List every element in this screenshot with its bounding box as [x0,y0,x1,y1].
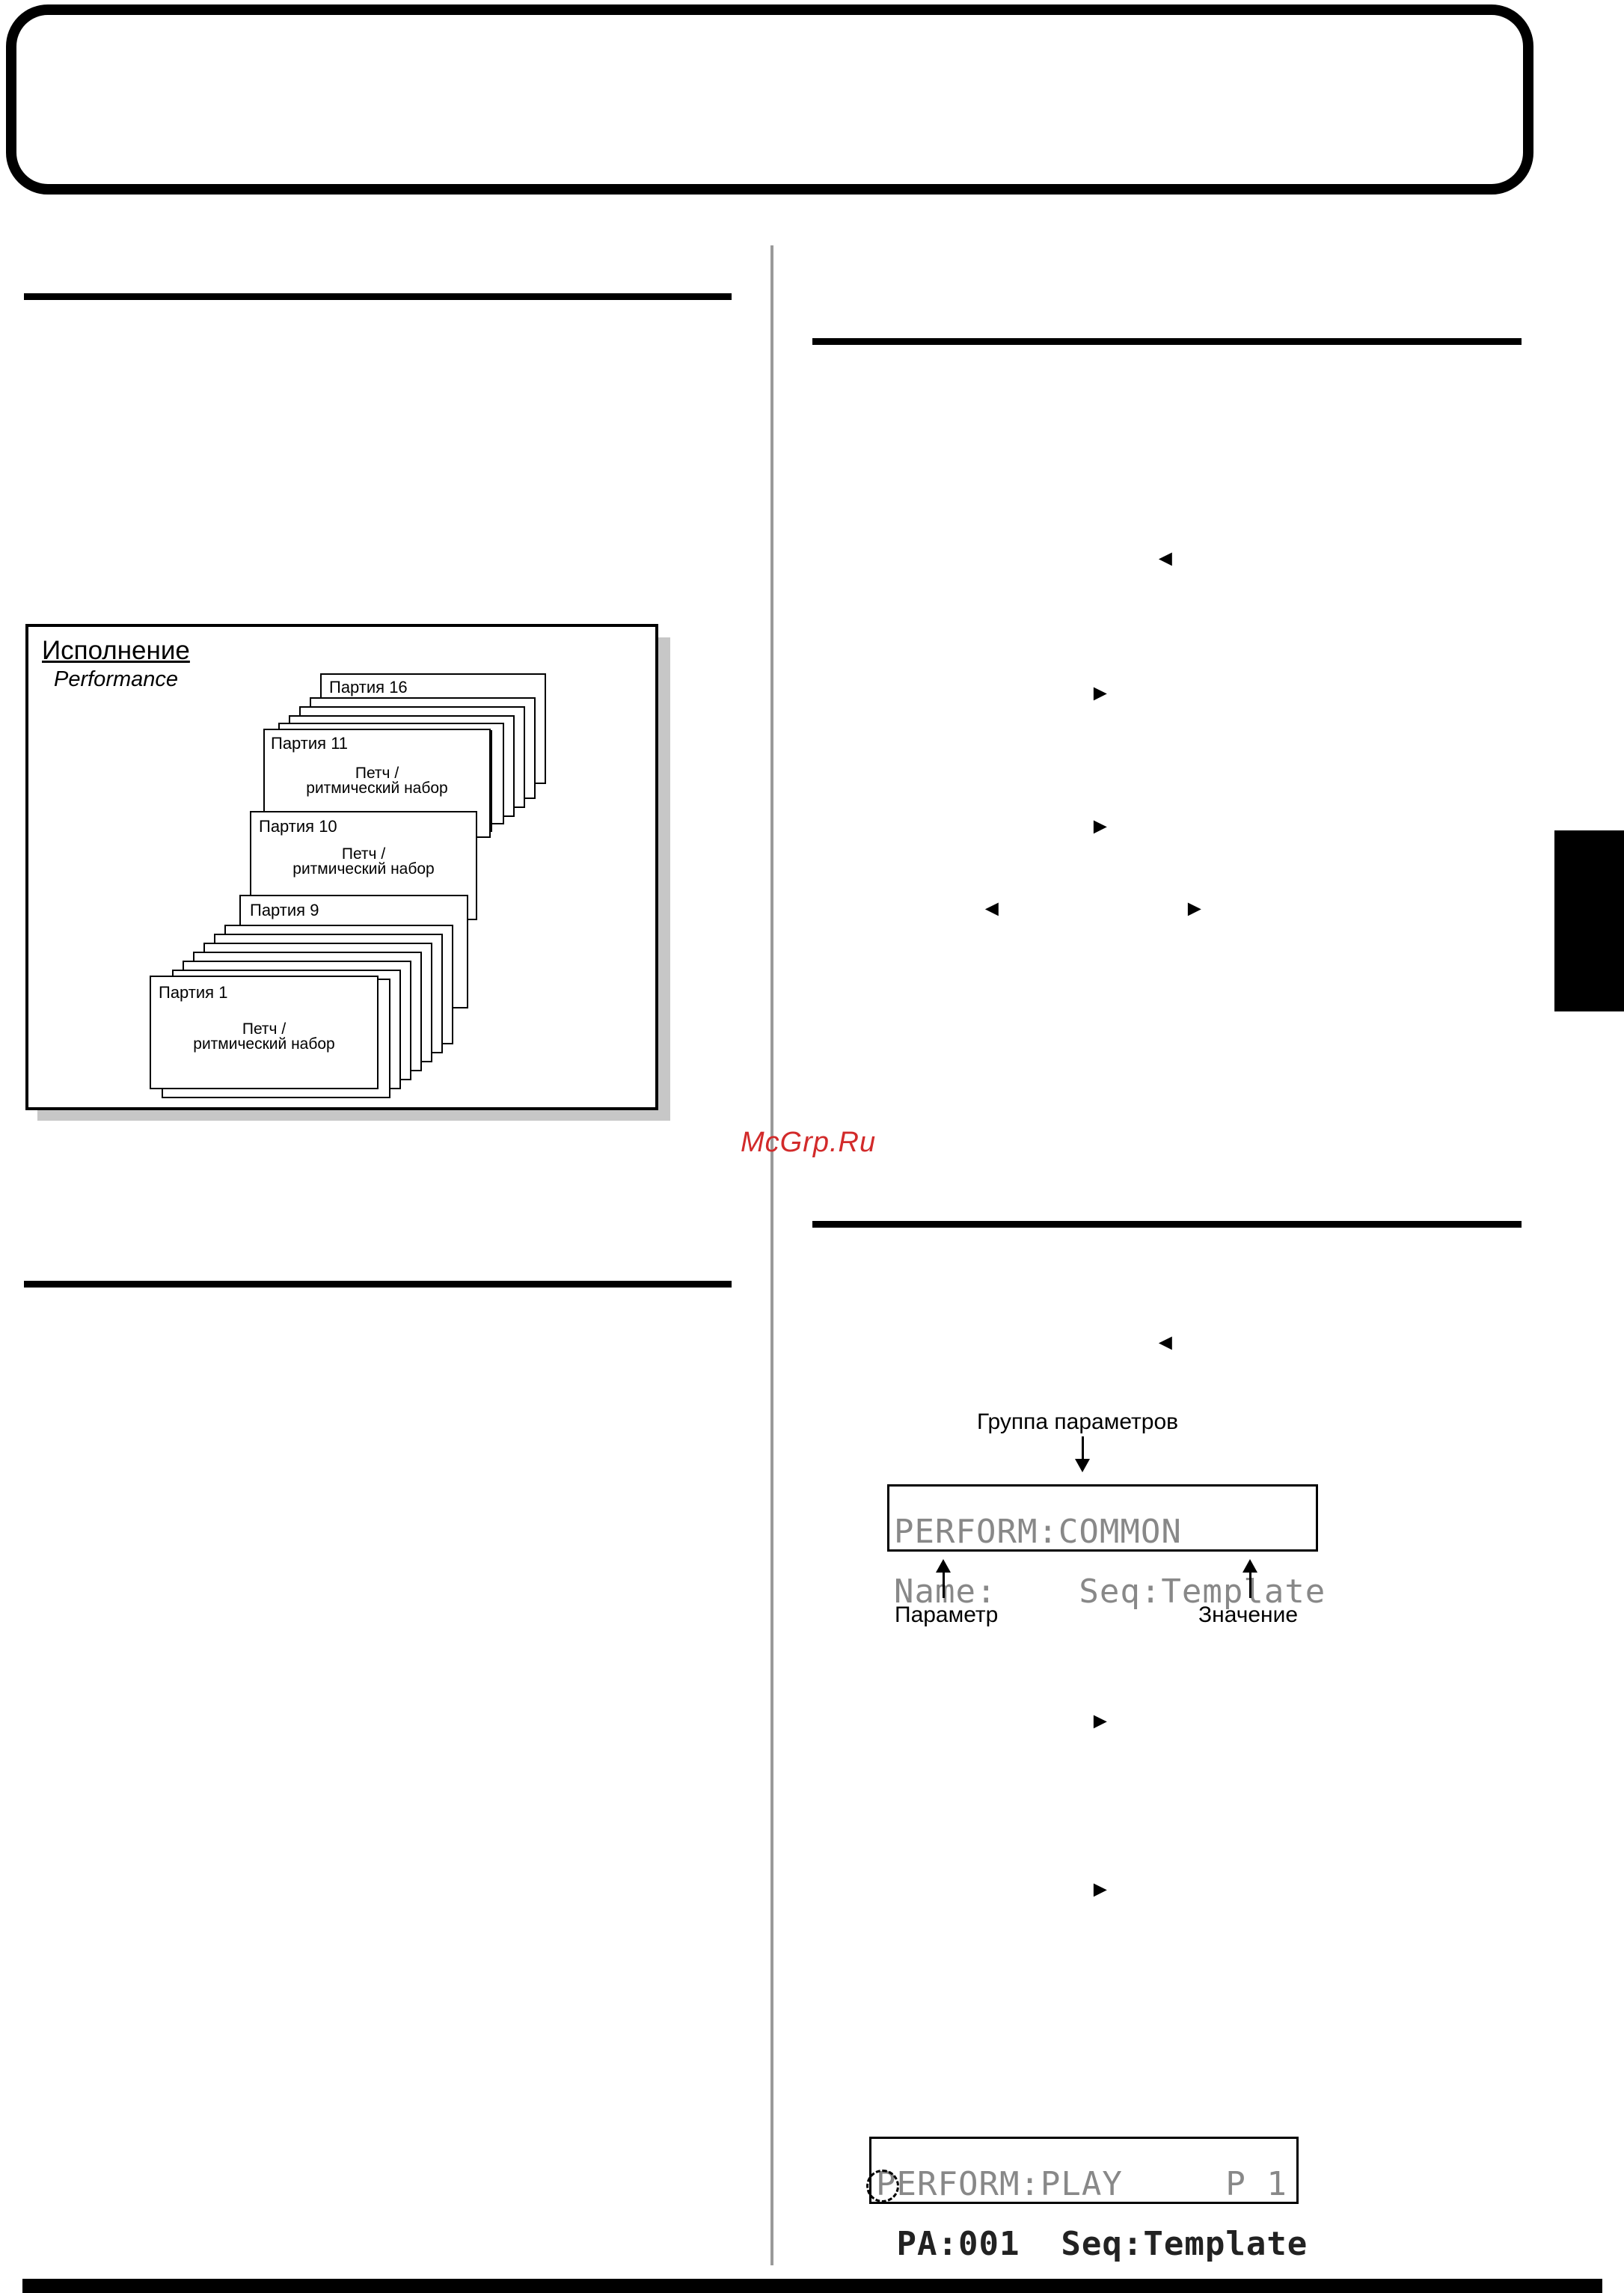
part-body-1-line1: Петч / [242,1020,287,1038]
lcd-line-2: Name: Seq:Template [894,1573,1326,1611]
part-body-10-line1: Петч / [341,845,386,863]
part-body-1-line2: ритмический набор [193,1035,335,1053]
part-body-10-line2: ритмический набор [292,860,435,878]
lcd-display-common: PERFORM:COMMON Name: Seq:Template [887,1484,1325,1608]
section-rule-left-top [24,293,732,300]
cursor-right-icon: ► [1183,896,1206,921]
column-divider [770,245,773,2265]
chapter-tab [1554,830,1624,1011]
part-label-10: Партия 10 [259,817,337,836]
cursor-right-icon: ► [1089,1709,1112,1733]
part-label-16: Партия 16 [329,678,408,697]
caption-parameter-group: Группа параметров [977,1409,1179,1434]
section-rule-right-top [812,338,1522,345]
diagram-title: Исполнение [42,636,190,665]
part-label-1: Партия 1 [159,983,228,1002]
part-label-9: Партия 9 [250,901,319,919]
footer-bar [22,2279,1602,2293]
part-body-11-line2: ритмический набор [306,780,448,797]
lcd-line-2: PA:001 Seq:Template [876,2225,1308,2263]
cursor-right-icon: ► [1089,681,1112,705]
arrow-down-icon [1075,1459,1090,1472]
arrow-up-icon [936,1559,951,1573]
caption-parameter: Параметр [895,1602,999,1627]
lcd-line-1: PERFORM:PLAY P 1 [876,2165,1287,2203]
part-body-11-line1: Петч / [355,765,399,782]
title-frame [6,4,1533,195]
part-label-11: Партия 11 [271,734,349,753]
cursor-left-icon: ◄ [1154,546,1177,571]
callout-line [943,1573,945,1598]
part-card-1 [150,976,379,1089]
caption-value: Значение [1198,1602,1299,1627]
watermark: McGrp.Ru [741,1127,877,1158]
cursor-highlight-icon [866,2170,899,2202]
callout-line [1082,1436,1084,1459]
cursor-right-icon: ► [1089,814,1112,839]
cursor-left-icon: ◄ [981,896,1003,921]
section-rule-right-bottom [812,1221,1522,1228]
callout-line [1249,1573,1251,1598]
cursor-left-icon: ◄ [1154,1330,1177,1355]
section-rule-left-bottom [24,1281,732,1288]
cursor-right-icon: ► [1089,1877,1112,1902]
lcd-line-1: PERFORM:COMMON [894,1513,1182,1551]
arrow-up-icon [1242,1559,1257,1573]
diagram-subtitle: Performance [54,667,179,691]
lcd-display-play: PERFORM:PLAY P 1 PA:001 Seq:Template [869,2137,1307,2261]
